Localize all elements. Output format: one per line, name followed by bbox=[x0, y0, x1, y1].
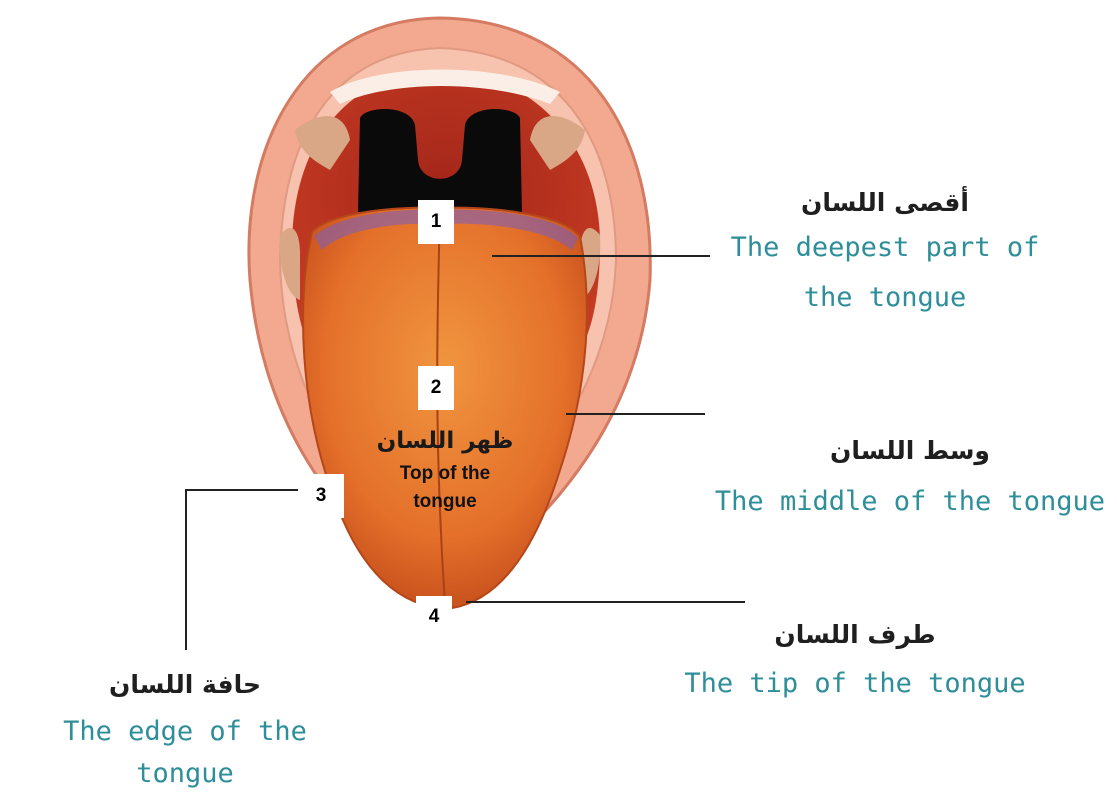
top-arabic: ظهر اللسان bbox=[360, 428, 530, 454]
top-english-line2: tongue bbox=[360, 488, 530, 516]
marker-4: 4 bbox=[416, 596, 452, 638]
edge-label: حافة اللسان The edge of the tongue bbox=[10, 670, 360, 795]
middle-arabic: وسط اللسان bbox=[710, 436, 1110, 465]
leader-line-edge bbox=[186, 490, 300, 650]
back-label: أقصى اللسان The deepest part of the tong… bbox=[720, 188, 1050, 319]
marker-3: 3 bbox=[298, 474, 344, 518]
edge-arabic: حافة اللسان bbox=[10, 670, 360, 699]
tip-arabic: طرف اللسان bbox=[680, 620, 1030, 649]
tongue-diagram: 1 2 3 4 ظهر اللسان Top of the tongue أقص… bbox=[0, 0, 1117, 761]
marker-2: 2 bbox=[418, 366, 454, 410]
middle-english: The middle of the tongue bbox=[710, 481, 1110, 523]
marker-1: 1 bbox=[418, 200, 454, 244]
back-arabic: أقصى اللسان bbox=[720, 188, 1050, 217]
back-english-line1: The deepest part of bbox=[720, 227, 1050, 269]
middle-label: وسط اللسان The middle of the tongue bbox=[710, 436, 1110, 523]
back-english-line2: the tongue bbox=[720, 277, 1050, 319]
top-of-tongue-label: ظهر اللسان Top of the tongue bbox=[360, 428, 530, 516]
top-english-line1: Top of the bbox=[360, 460, 530, 488]
tip-label: طرف اللسان The tip of the tongue bbox=[680, 620, 1030, 705]
tip-english: The tip of the tongue bbox=[680, 663, 1030, 705]
edge-english: The edge of the tongue bbox=[10, 711, 360, 795]
